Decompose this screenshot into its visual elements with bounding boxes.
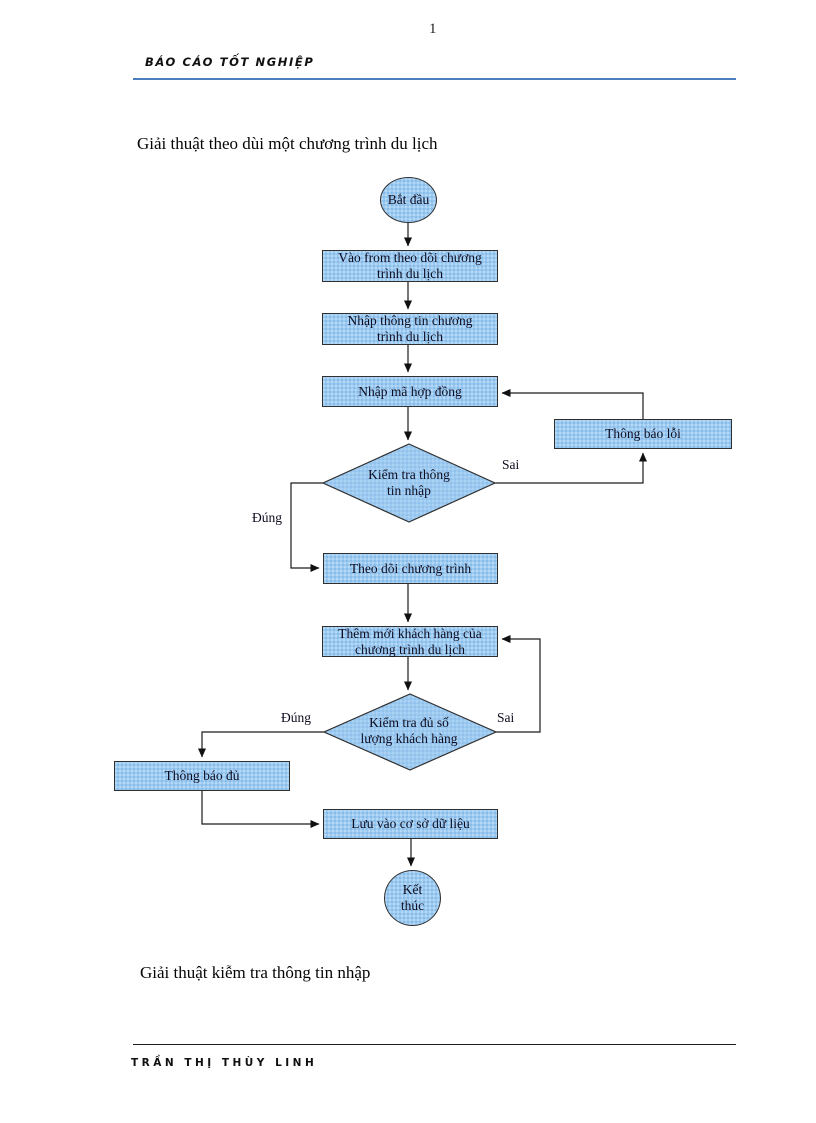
edge-label-check-input-dung: Đúng bbox=[252, 510, 282, 525]
edge-check-quantity-dung-to-enough bbox=[198, 731, 324, 758]
flow-node-save-db: Lưu vào cơ sở dữ liệu bbox=[323, 809, 498, 839]
edge-error-to-enter-contract bbox=[501, 389, 644, 419]
footer-author-name: TRẦN THỊ THÙY LINH bbox=[131, 1057, 318, 1069]
heading-flowchart-bottom: Giải thuật kiễm tra thông tin nhập bbox=[140, 963, 371, 982]
flow-node-start: Bắt đầu bbox=[380, 177, 437, 223]
flow-node-end: Kết thúc bbox=[384, 870, 441, 926]
flow-node-check-input-label: Kiểm tra thông tin nhập bbox=[368, 467, 450, 498]
flow-node-add-customer: Thêm mới khách hàng của chương trình du … bbox=[322, 626, 498, 657]
edge-enough-to-save bbox=[201, 791, 320, 828]
flow-node-check-quantity-label: Kiểm tra đủ số lượng khách hàng bbox=[360, 715, 458, 746]
heading-flowchart-top: Giải thuật theo dùi một chương trình du … bbox=[137, 134, 438, 153]
footer-rule bbox=[133, 1044, 736, 1045]
flow-node-open-form: Vào from theo dõi chương trình du lịch bbox=[322, 250, 498, 282]
edge-label-check-quantity-sai: Sai bbox=[497, 710, 515, 725]
flow-node-error-notice: Thông báo lỗi bbox=[554, 419, 732, 449]
flow-node-enter-info: Nhập thông tin chương trình du lịch bbox=[322, 313, 498, 345]
report-header-title: BÁO CÁO TỐT NGHIỆP bbox=[145, 55, 315, 69]
flow-node-follow-program: Theo dõi chương trình bbox=[323, 553, 498, 584]
flow-node-enough-notice: Thông báo đủ bbox=[114, 761, 290, 791]
edge-check-input-dung-to-follow bbox=[290, 482, 323, 572]
edge-label-check-quantity-dung: Đúng bbox=[281, 710, 311, 725]
page-number: 1 bbox=[429, 21, 437, 37]
flow-node-enter-contract: Nhập mã hợp đồng bbox=[322, 376, 498, 407]
header-rule bbox=[133, 78, 736, 80]
edge-label-check-input-sai: Sai bbox=[502, 457, 520, 472]
